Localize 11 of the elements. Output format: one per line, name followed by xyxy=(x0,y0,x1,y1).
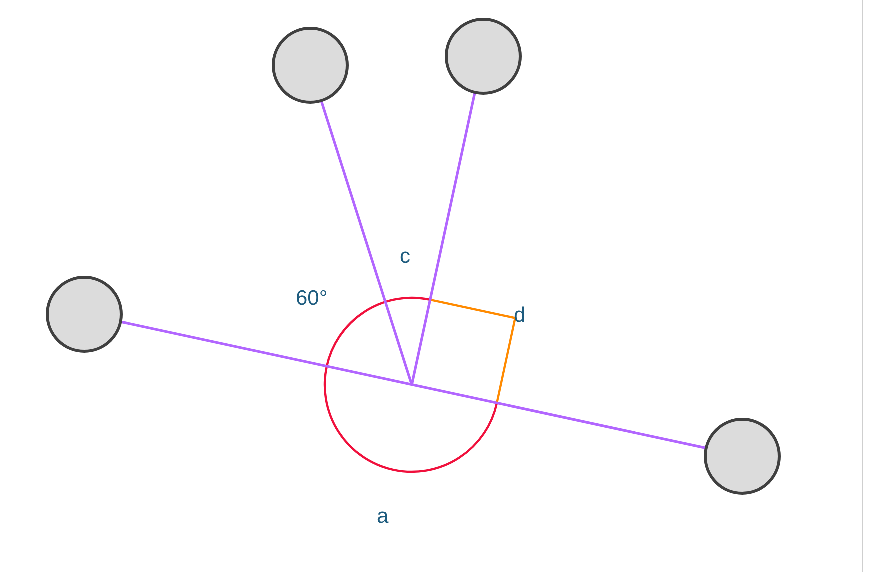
circle-node xyxy=(444,18,522,94)
angle-label: a xyxy=(377,505,389,529)
line xyxy=(320,100,414,386)
angle-label: c xyxy=(400,245,410,269)
circle-node xyxy=(704,418,780,494)
angle-label: d xyxy=(514,304,526,328)
circle-node xyxy=(46,276,122,352)
line xyxy=(120,320,706,450)
angle-label: 60° xyxy=(296,287,328,311)
circle-node xyxy=(272,26,348,104)
line xyxy=(410,92,476,386)
